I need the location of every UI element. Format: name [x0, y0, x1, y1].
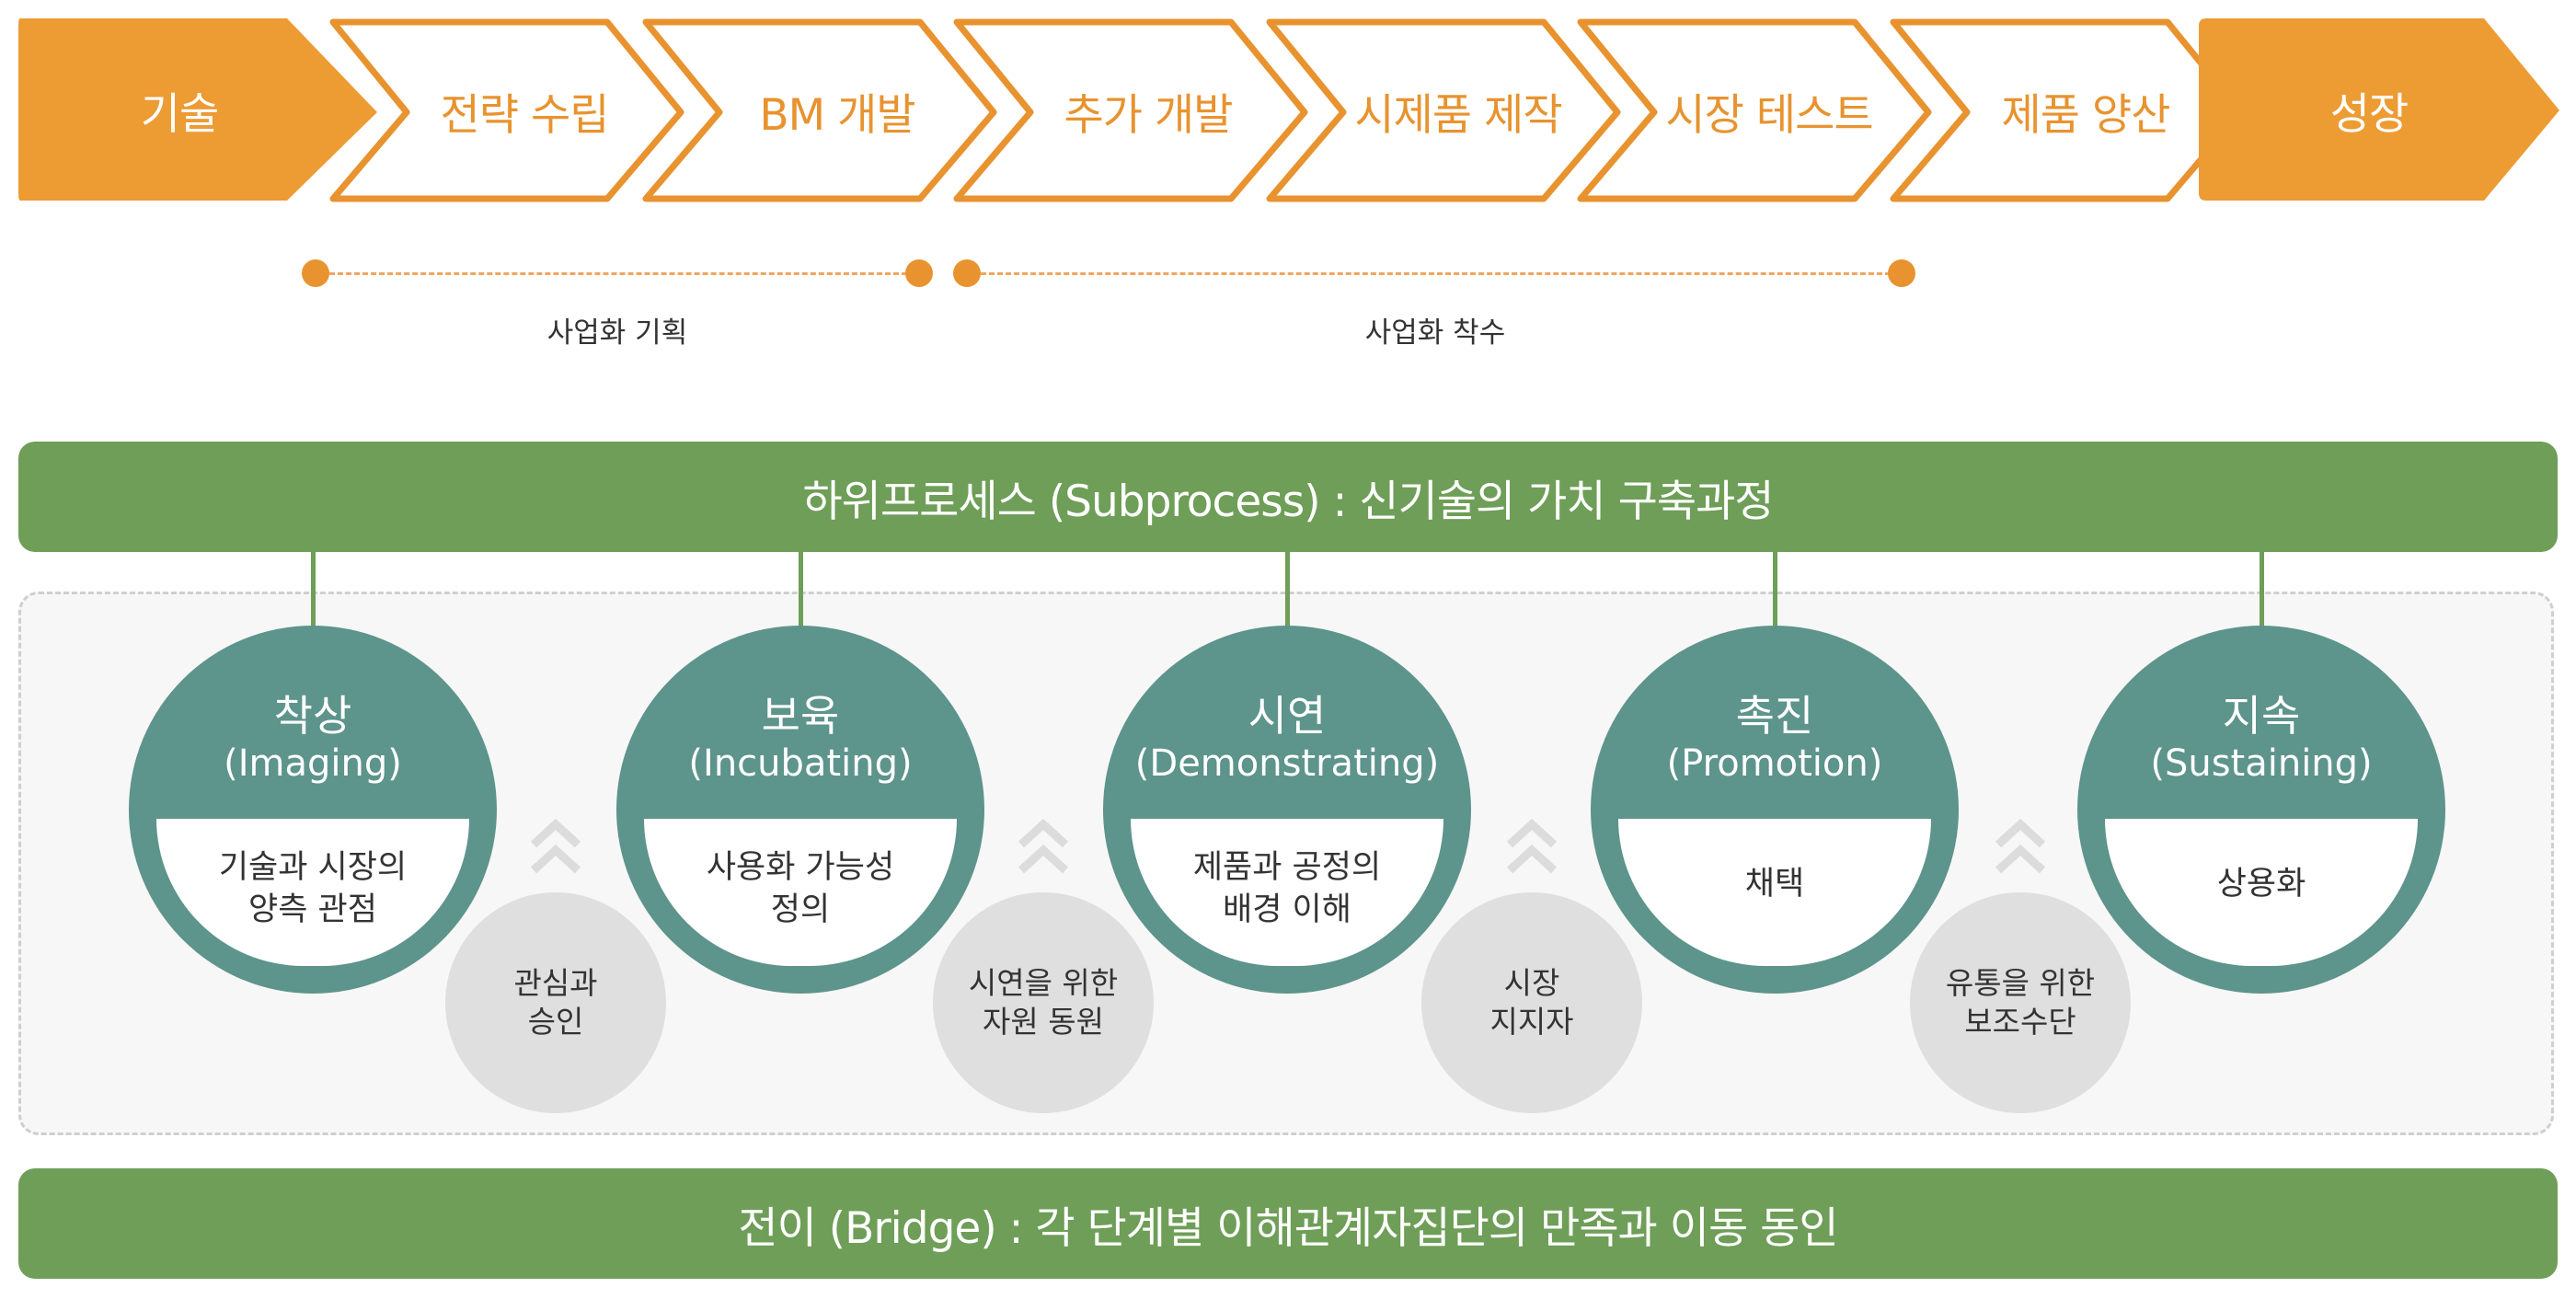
bridge-bar: 전이 (Bridge) : 각 단계별 이해관계자집단의 만족과 이동 동인 — [18, 1168, 2558, 1279]
connector-imaging — [311, 552, 316, 630]
bridge-text-line: 관심과 — [513, 965, 598, 1001]
bridge-distribution-support: 유통을 위한 보조수단 — [1910, 892, 2131, 1113]
stage-promotion: 촉진 (Promotion) 채택 — [1591, 626, 1959, 994]
stage-description: 기술과 시장의 양측 관점 — [156, 846, 469, 931]
stage-description: 사용화 가능성 정의 — [644, 846, 957, 931]
double-chevron-up-icon — [1995, 818, 2046, 874]
phase-line-launch — [981, 272, 1899, 275]
stage-english: (Demonstrating) — [1134, 742, 1440, 785]
stage-description-panel: 제품과 공정의 배경 이해 — [1131, 819, 1443, 966]
stage-description-line: 제품과 공정의 — [1192, 849, 1382, 886]
stage-description: 제품과 공정의 배경 이해 — [1131, 846, 1443, 931]
bridge-text-line: 자원 동원 — [983, 1004, 1104, 1040]
connector-sustaining — [2260, 552, 2264, 630]
phase-dot-planning-start — [302, 259, 329, 287]
stage-description-panel: 사용화 가능성 정의 — [644, 819, 957, 966]
step-growth: 성장 — [2329, 88, 2409, 140]
stage-description-line: 기술과 시장의 — [218, 849, 408, 886]
bridge-text-line: 유통을 위한 — [1945, 965, 2096, 1001]
stage-title: 착상 — [273, 691, 352, 741]
bridge-title: 전이 (Bridge) : 각 단계별 이해관계자집단의 만족과 이동 동인 — [738, 1202, 1838, 1254]
phase-dot-launch-end — [1888, 259, 1915, 287]
connector-incubating — [799, 552, 803, 630]
stage-english: (Promotion) — [1666, 742, 1883, 785]
stage-english: (Incubating) — [688, 742, 913, 785]
subprocess-bar: 하위프로세스 (Subprocess) : 신기술의 가치 구축과정 — [18, 442, 2558, 552]
stage-description-line: 채택 — [1744, 866, 1805, 902]
step-tech: 기술 — [140, 88, 219, 140]
stage-description-panel: 채택 — [1618, 819, 1931, 966]
stage-english: (Sustaining) — [2150, 742, 2373, 785]
stage-description-line: 상용화 — [2216, 866, 2306, 902]
stage-sustaining: 지속 (Sustaining) 상용화 — [2077, 626, 2445, 994]
stage-description: 채택 — [1618, 863, 1931, 905]
step-bm-development: BM 개발 — [759, 89, 915, 141]
step-shape-additional — [953, 18, 1308, 202]
bridge-text-line: 지지자 — [1489, 1004, 1574, 1040]
connector-demonstrating — [1285, 552, 1290, 630]
double-chevron-up-icon — [1018, 818, 1069, 874]
stage-title: 촉진 — [1735, 691, 1814, 741]
stage-description-line: 정의 — [770, 891, 831, 928]
phase-label-planning: 사업화 기획 — [546, 316, 688, 350]
double-chevron-up-icon — [1506, 818, 1558, 874]
phase-label-launch: 사업화 착수 — [1364, 316, 1506, 350]
stage-description-line: 양측 관점 — [248, 891, 377, 928]
bridge-interest-approval: 관심과 승인 — [445, 892, 666, 1113]
step-mass-production: 제품 양산 — [2001, 89, 2171, 141]
stage-incubating: 보육 (Incubating) 사용화 가능성 정의 — [616, 626, 984, 994]
stage-description: 상용화 — [2105, 863, 2418, 905]
step-shape-growth — [2199, 18, 2559, 201]
stage-description-panel: 상용화 — [2105, 819, 2418, 966]
stage-imaging: 착상 (Imaging) 기술과 시장의 양측 관점 — [129, 626, 497, 994]
stage-english: (Imaging) — [224, 742, 402, 785]
bridge-text-line: 시연을 위한 — [968, 965, 1119, 1001]
subprocess-title: 하위프로세스 (Subprocess) : 신기술의 가치 구축과정 — [802, 476, 1774, 527]
bridge-market-supporters: 시장 지지자 — [1421, 892, 1642, 1113]
stage-description-panel: 기술과 시장의 양측 관점 — [156, 819, 469, 966]
stage-title: 지속 — [2222, 691, 2301, 741]
step-shape-prototype — [1266, 18, 1621, 202]
bridge-resource-mobilization: 시연을 위한 자원 동원 — [933, 892, 1154, 1113]
bridge-text-line: 승인 — [527, 1004, 584, 1040]
stage-title: 시연 — [1248, 691, 1327, 741]
stage-demonstrating: 시연 (Demonstrating) 제품과 공정의 배경 이해 — [1103, 626, 1471, 994]
step-additional-development: 추가 개발 — [1064, 89, 1234, 141]
step-strategy: 전략 수립 — [440, 89, 610, 141]
step-market-test: 시장 테스트 — [1665, 89, 1873, 141]
phase-dot-launch-start — [953, 259, 981, 287]
step-shape-bm — [642, 18, 997, 202]
stage-description-line: 배경 이해 — [1223, 891, 1351, 928]
step-shape-mass-production — [1890, 18, 2245, 202]
process-arrows — [18, 18, 2559, 202]
bridge-text-line: 보조수단 — [1964, 1004, 2076, 1040]
connector-promotion — [1773, 552, 1777, 630]
bridge-text-line: 시장 — [1503, 965, 1560, 1001]
phase-dot-planning-end — [905, 259, 933, 287]
stage-title: 보육 — [761, 691, 840, 741]
step-prototype: 시제품 제작 — [1354, 89, 1562, 141]
step-shape-tech — [18, 18, 377, 201]
double-chevron-up-icon — [530, 818, 581, 874]
step-shape-strategy — [329, 18, 684, 202]
step-shape-market-test — [1577, 18, 1932, 202]
process-flow: 기술 전략 수립 BM 개발 추가 개발 시제품 제작 시장 테스트 제품 양산… — [0, 18, 2576, 217]
stage-description-line: 사용화 가능성 — [706, 849, 895, 886]
phase-line-planning — [329, 272, 907, 275]
